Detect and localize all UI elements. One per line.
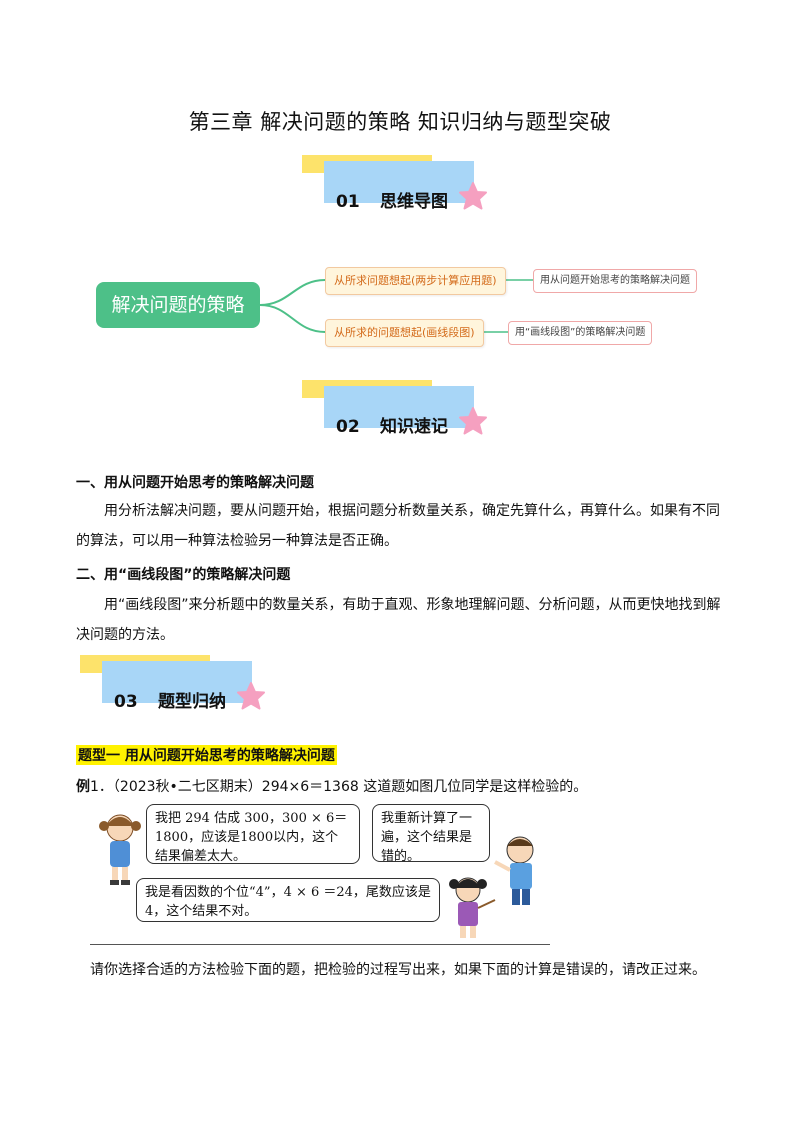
section-banner-02: 02 知识速记: [302, 380, 487, 440]
example-illustration: 我把 294 估成 300，300 × 6＝1800，应该是1800以内，这个结…: [90, 800, 550, 944]
knowledge-heading-2: 二、用“画线段图”的策略解决问题: [76, 567, 291, 583]
page-title: 第三章 解决问题的策略 知识归纳与题型突破: [188, 110, 612, 134]
question-type-heading: 题型一 用从问题开始思考的策略解决问题: [76, 745, 337, 765]
section-number: 01: [336, 192, 360, 212]
section-number: 03: [114, 692, 138, 712]
mindmap-branch-2: 从所求的问题想起(画线段图): [325, 319, 484, 347]
section-label: 知识速记: [380, 417, 448, 437]
mindmap-root: 解决问题的策略: [96, 282, 260, 328]
example-label: 例: [76, 779, 90, 795]
mindmap-leaf-1: 用从问题开始思考的策略解决问题: [533, 269, 697, 293]
mindmap-branch-1: 从所求问题想起(两步计算应用题): [325, 267, 506, 295]
section-label: 思维导图: [380, 192, 448, 212]
mindmap-leaf-2: 用“画线段图”的策略解决问题: [508, 321, 653, 345]
cartoon-children: [99, 814, 534, 938]
example-line: 例1．（2023秋•二七区期末）294×6＝1368 这道题如图几位同学是这样检…: [76, 776, 587, 796]
section-number: 02: [336, 417, 360, 437]
section-label: 题型归纳: [158, 692, 226, 712]
knowledge-heading-1: 一、用从问题开始思考的策略解决问题: [76, 475, 314, 491]
example-text: 1．（2023秋•二七区期末）294×6＝1368 这道题如图几位同学是这样检验…: [90, 779, 588, 795]
star-icon: [459, 407, 487, 435]
speech-bubble-2: 我重新计算了一遍，这个结果是错的。: [372, 804, 490, 864]
question-instruction: 请你选择合适的方法检验下面的题，把检验的过程写出来，如果下面的计算是错误的，请改…: [90, 962, 706, 978]
mindmap-connectors: [259, 279, 533, 333]
section-banner-03: 03 题型归纳: [80, 655, 265, 715]
star-icon: [237, 682, 265, 710]
speech-bubble-1: 我把 294 估成 300，300 × 6＝1800，应该是1800以内，这个结…: [146, 804, 360, 864]
speech-bubble-3: 我是看因数的个位“4”，4 × 6 ＝24，尾数应该是 4，这个结果不对。: [136, 878, 440, 922]
knowledge-paragraph-1: 用分析法解决问题，要从问题开始，根据问题分析数量关系，确定先算什么，再算什么。如…: [76, 503, 720, 549]
divider-line: [90, 944, 550, 945]
knowledge-paragraph-2: 用“画线段图”来分析题中的数量关系，有助于直观、形象地理解问题、分析问题，从而更…: [76, 597, 721, 643]
star-icon: [459, 182, 487, 210]
section-banner-01: 01 思维导图: [302, 155, 487, 215]
